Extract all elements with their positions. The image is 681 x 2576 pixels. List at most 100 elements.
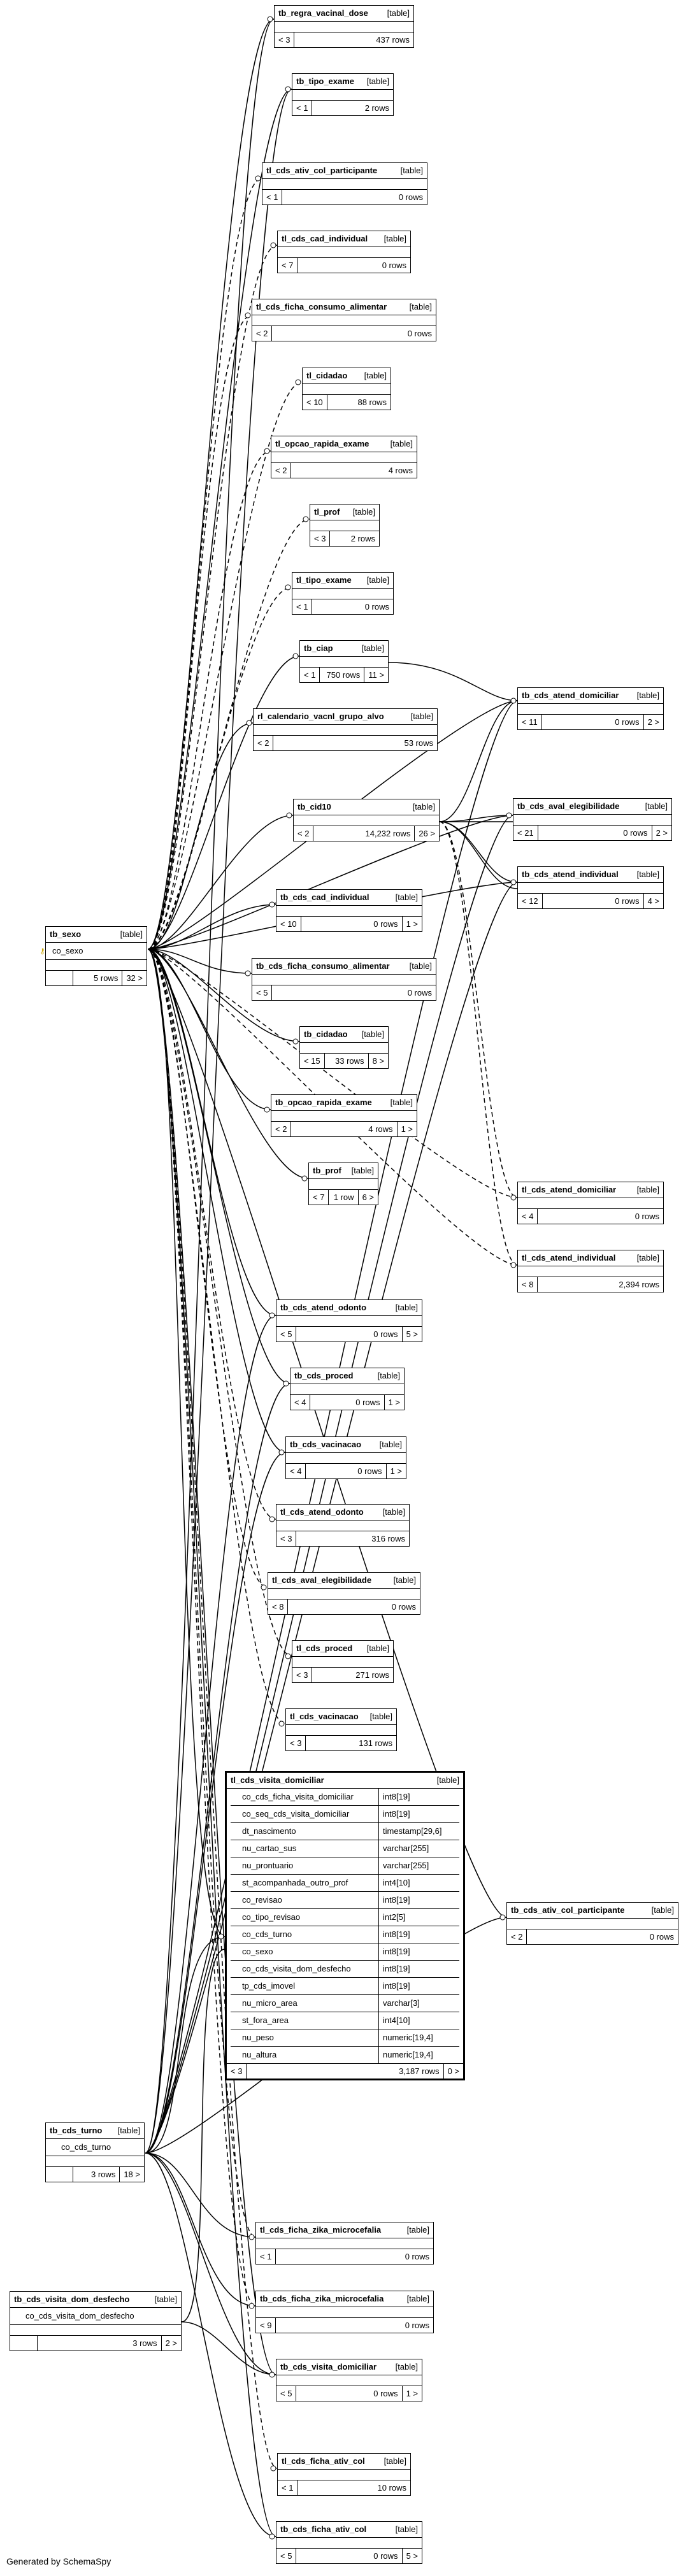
children-count: 2 > <box>161 2336 181 2351</box>
row-count: 750 rows <box>326 669 361 680</box>
parents-count: < 12 <box>518 894 543 908</box>
children-count: 1 > <box>384 1395 404 1410</box>
row-count: 88 rows <box>357 397 387 407</box>
parents-count: < 2 <box>507 1929 527 1944</box>
relationship-line <box>439 821 518 889</box>
table-tb-cds-visita-dom-desfecho[interactable]: tb_cds_visita_dom_desfecho[table] co_cds… <box>10 2291 182 2351</box>
table-type: [table] <box>351 1166 374 1175</box>
table-tl-cds-ficha-zika-microcefalia[interactable]: tl_cds_ficha_zika_microcefalia[table]< 1… <box>255 2222 434 2265</box>
table-body <box>300 657 388 668</box>
parents-count: < 2 <box>271 1122 292 1136</box>
table-tb-cds-ficha-zika-microcefalia[interactable]: tb_cds_ficha_zika_microcefalia[table]< 9… <box>255 2291 434 2333</box>
table-body <box>276 1316 422 1327</box>
column-name: nu_prontuario <box>242 1861 294 1870</box>
parents-count: < 2 <box>294 826 314 841</box>
row-count: 3,187 rows <box>398 2066 440 2076</box>
parents-count: < 5 <box>252 985 273 1000</box>
parents-count: < 2 <box>271 463 292 478</box>
table-tl-cds-visita-domiciliar[interactable]: tl_cds_visita_domiciliar[table] co_cds_f… <box>225 1771 465 2080</box>
table-body <box>254 725 437 736</box>
column-name: nu_peso <box>242 2033 274 2042</box>
cardinality-marker <box>286 812 292 819</box>
row-count: 0 rows <box>407 987 432 998</box>
table-type: [table] <box>377 1371 400 1380</box>
relationship-line <box>147 948 276 2375</box>
relationship-line <box>147 948 286 1453</box>
table-name: tl_cds_cad_individual <box>282 234 368 243</box>
row-count: 0 rows <box>649 1931 674 1942</box>
table-type: [table] <box>154 2294 177 2304</box>
table-rl-calendario-vacnl-grupo-alvo[interactable]: rl_calendario_vacnl_grupo_alvo[table]< 2… <box>253 708 438 751</box>
row-count: 0 rows <box>405 2320 429 2330</box>
table-type: [table] <box>409 302 432 311</box>
table-type: [table] <box>393 1575 416 1585</box>
cardinality-marker <box>510 1194 517 1201</box>
relationship-line <box>439 821 518 883</box>
cardinality-marker <box>255 175 261 182</box>
table-type: [table] <box>412 802 435 812</box>
cardinality-marker <box>295 379 301 385</box>
relationship-line <box>439 700 518 822</box>
cardinality-marker <box>283 1380 289 1387</box>
row-count: 0 rows <box>364 601 389 612</box>
table-type: [table] <box>636 1253 659 1263</box>
relationship-line <box>147 519 310 950</box>
relationship-line <box>147 948 518 1198</box>
cardinality-marker <box>245 970 251 977</box>
relationship-line <box>145 2152 276 2537</box>
table-type: [table] <box>364 371 387 380</box>
cardinality-marker <box>269 2533 275 2540</box>
relationship-line <box>147 815 513 950</box>
row-count: 0 rows <box>615 896 640 906</box>
cardinality-marker <box>246 720 252 726</box>
table-body <box>271 452 417 463</box>
relationship-line <box>147 587 292 950</box>
row-count: 0 rows <box>355 1397 380 1407</box>
row-count: 0 rows <box>634 1211 659 1221</box>
table-name: tb_cds_proced <box>294 1371 354 1380</box>
table-body <box>276 1521 409 1531</box>
row-count: 2,394 rows <box>619 1279 659 1289</box>
table-name: tb_cds_turno <box>50 2126 103 2135</box>
table-tl-cds-ficha-consumo-alimentar[interactable]: tl_cds_ficha_consumo_alimentar[table]< 2… <box>252 299 436 341</box>
parents-count: < 4 <box>286 1464 306 1478</box>
table-tb-cds-ficha-consumo-alimentar[interactable]: tb_cds_ficha_consumo_alimentar[table]< 5… <box>252 958 436 1001</box>
column-type: int2[5] <box>378 1909 459 1926</box>
cardinality-marker <box>510 1262 517 1268</box>
